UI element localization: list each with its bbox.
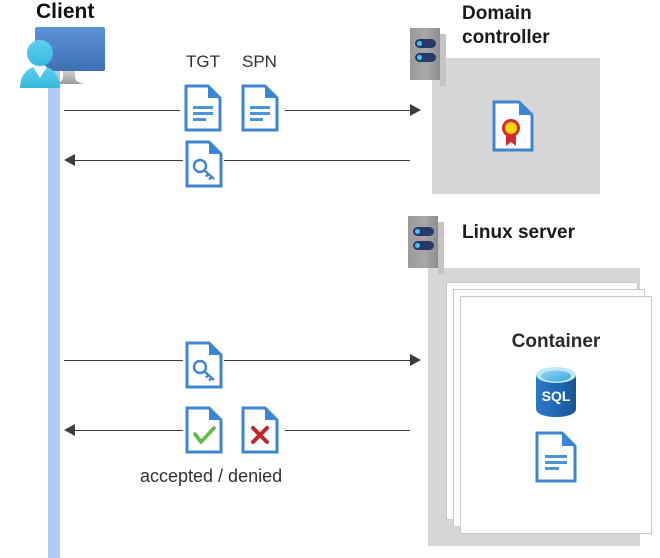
- message-2-line-right: [224, 160, 410, 161]
- message-1-line-left: [64, 110, 180, 111]
- message-3-arrowhead: [410, 354, 421, 366]
- text-document-icon: [535, 431, 577, 483]
- check-document-icon: [185, 406, 223, 454]
- message-2-line-left: [75, 160, 183, 161]
- tgt-label: TGT: [186, 52, 220, 71]
- key-document-icon: [185, 140, 223, 188]
- message-1-line-right: [285, 110, 410, 111]
- server-rack-icon: [410, 28, 446, 86]
- message-3-line-right: [224, 360, 410, 361]
- message-1-arrowhead: [410, 104, 421, 116]
- message-4-arrowhead: [64, 424, 75, 436]
- linux-server-label: Linux server: [462, 222, 575, 243]
- user-monitor-icon: [8, 22, 113, 92]
- certificate-document-icon: [492, 100, 534, 152]
- text-document-icon: [184, 84, 222, 132]
- x-document-icon: [241, 406, 279, 454]
- sql-text: SQL: [542, 388, 571, 404]
- text-document-icon: [241, 84, 279, 132]
- container-card-stack: Container: [446, 282, 652, 534]
- message-4-line-right: [285, 430, 410, 431]
- client-label: Client: [36, 0, 95, 23]
- message-2-arrowhead: [64, 154, 75, 166]
- sql-database-icon: SQL: [533, 365, 579, 419]
- spn-label: SPN: [242, 52, 277, 71]
- server-rack-icon: [408, 216, 444, 274]
- container-card-front[interactable]: Container: [460, 296, 652, 534]
- message-3-line-left: [64, 360, 183, 361]
- accepted-denied-label: accepted / denied: [140, 466, 283, 486]
- domain-controller-label: Domain controller: [462, 2, 612, 50]
- domain-controller-label-line1: Domain: [462, 3, 532, 24]
- client-lifeline: [48, 70, 60, 558]
- key-document-icon: [185, 341, 223, 389]
- domain-controller-label-line2: controller: [462, 27, 550, 48]
- container-title: Container: [511, 331, 601, 352]
- message-4-line-left: [75, 430, 183, 431]
